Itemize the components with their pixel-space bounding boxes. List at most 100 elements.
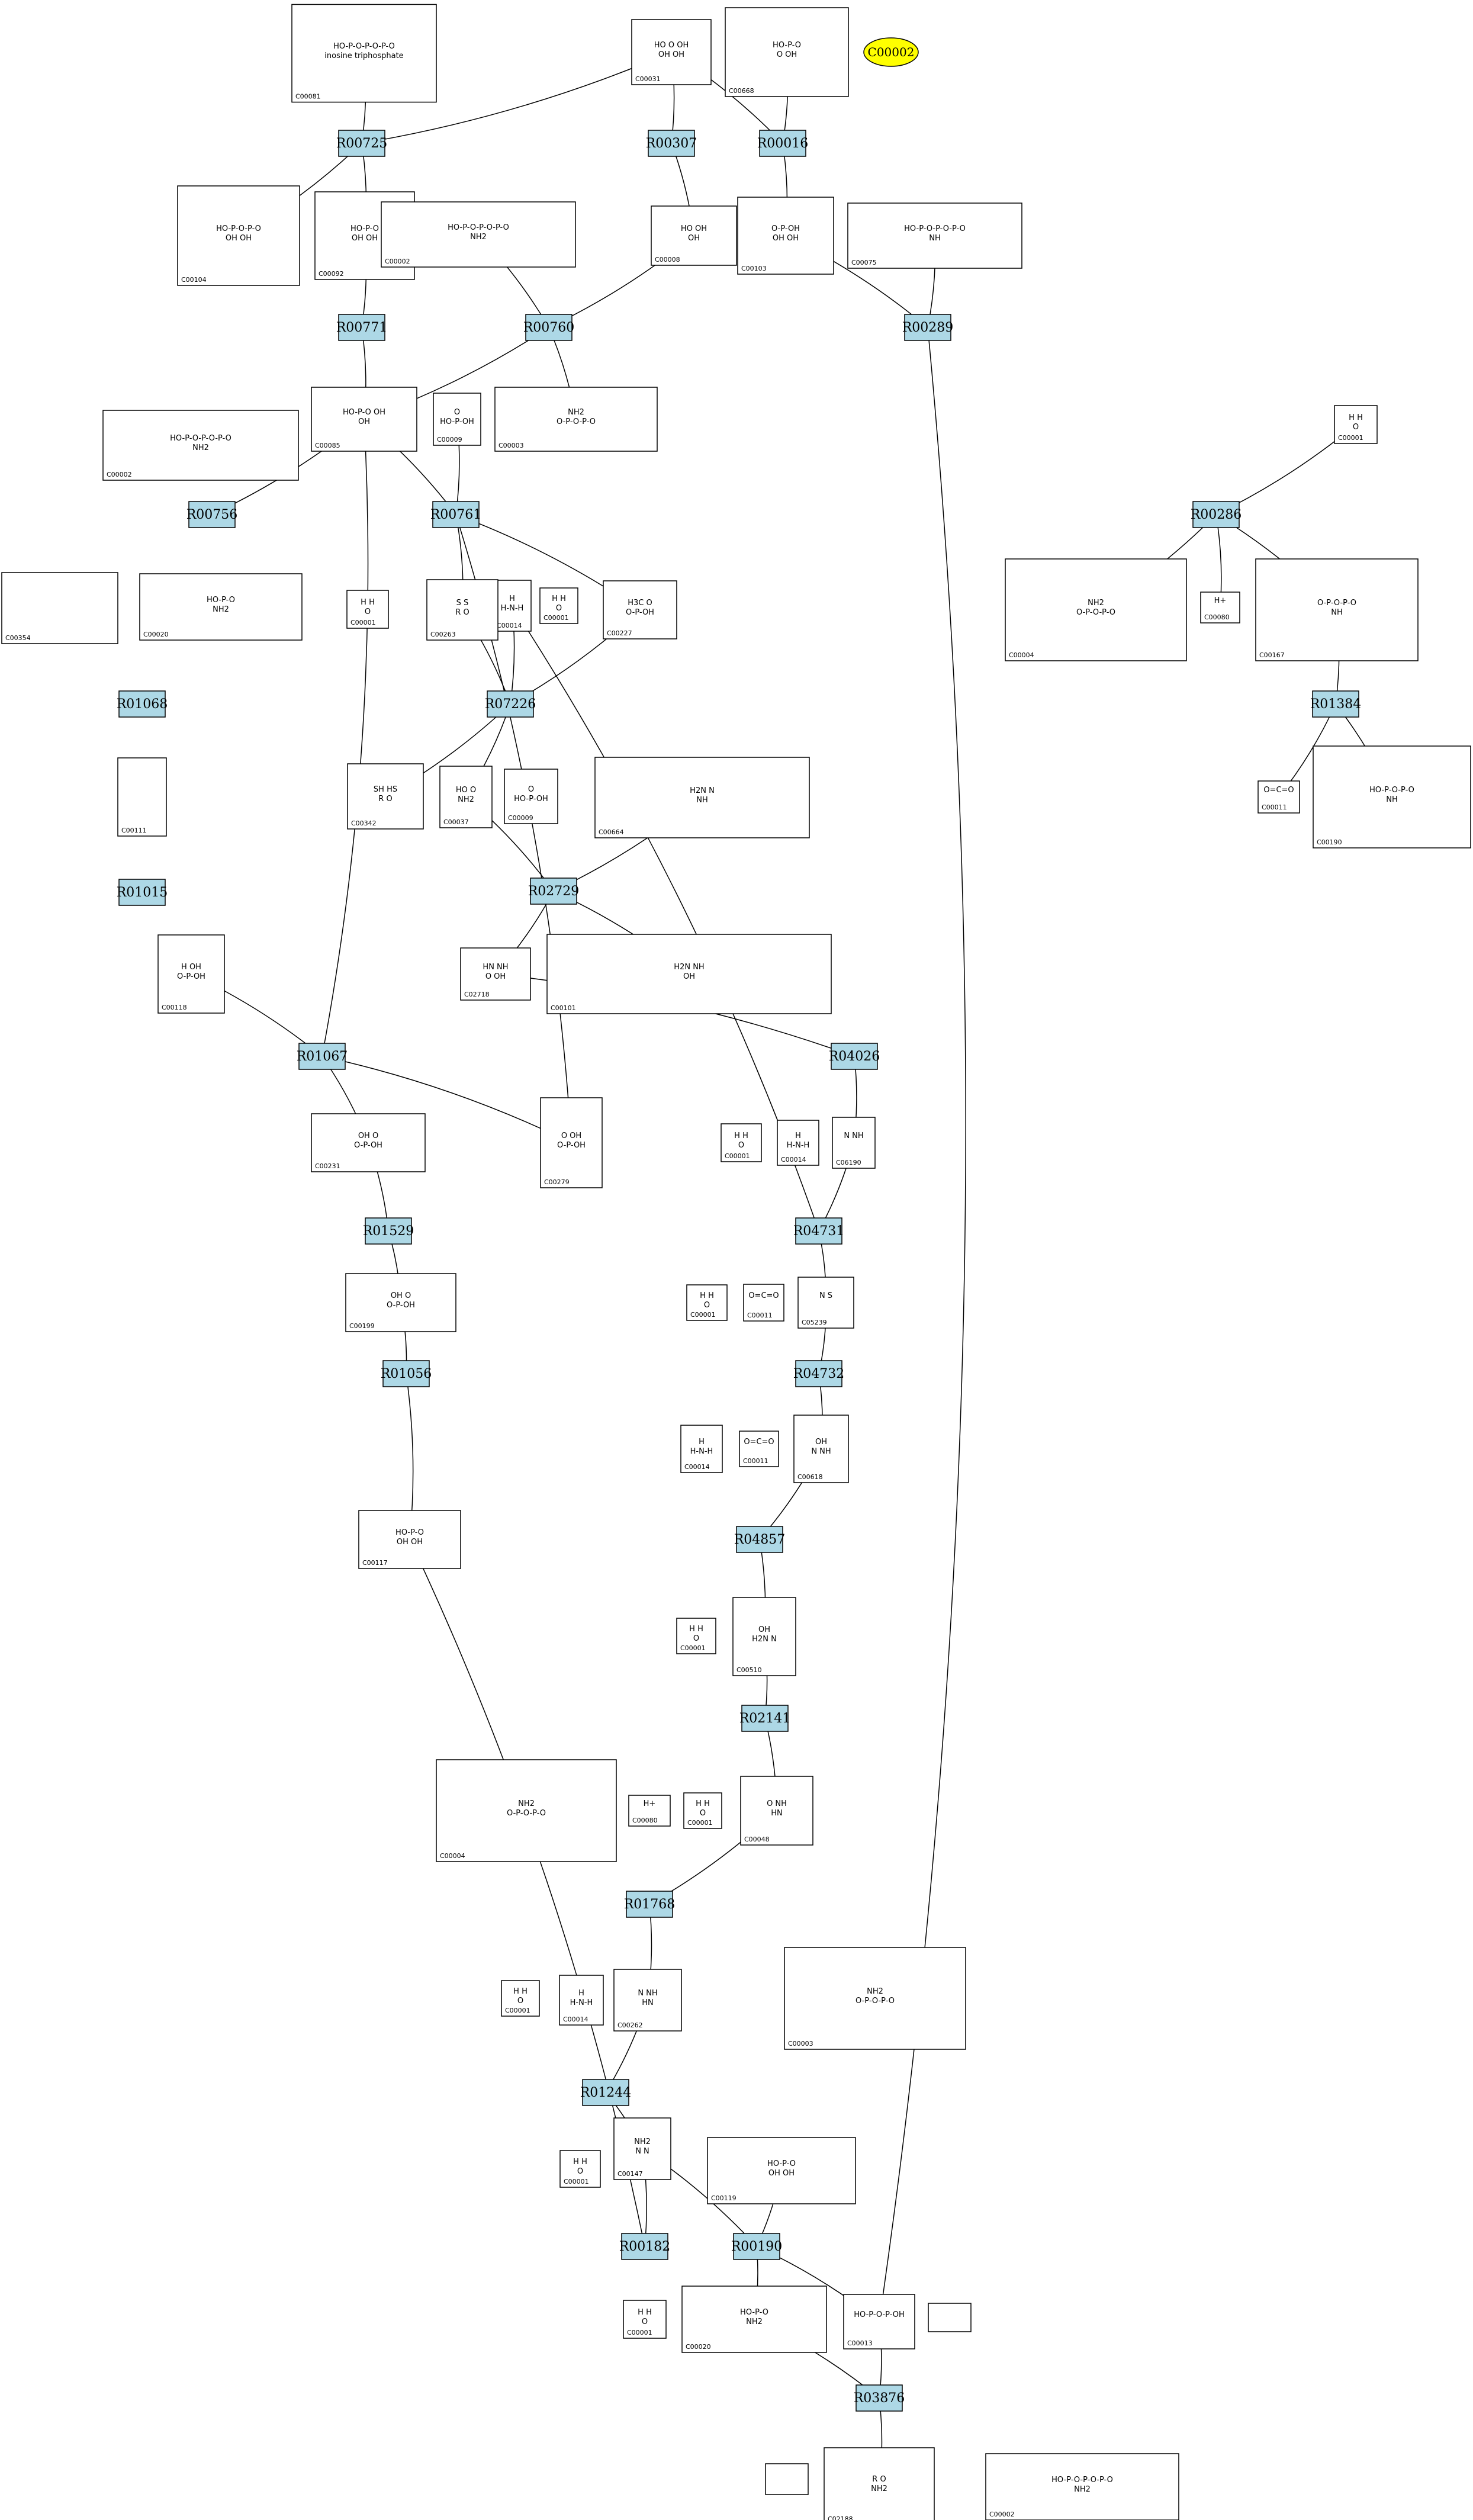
structure-fragment: H [509, 594, 515, 603]
reaction-r04857[interactable]: R04857 [734, 1526, 786, 1553]
reaction-r00307[interactable]: R00307 [646, 130, 697, 157]
reaction-r07226[interactable]: R07226 [485, 690, 536, 718]
reaction-id-label: R00016 [757, 136, 809, 151]
reaction-box [338, 130, 385, 157]
reaction-r04026[interactable]: R04026 [829, 1043, 880, 1070]
reaction-r04731[interactable]: R04731 [793, 1217, 845, 1245]
reaction-r03876[interactable]: R03876 [854, 2384, 905, 2412]
compound-c00080[interactable]: H+C00080 [628, 1795, 671, 1827]
reaction-r04732[interactable]: R04732 [793, 1360, 845, 1387]
reaction-r02729[interactable]: R02729 [528, 877, 580, 905]
compound-c00354[interactable]: C00354 [1, 572, 118, 644]
reaction-r00182[interactable]: R00182 [619, 2233, 671, 2260]
reaction-r00761[interactable]: R00761 [430, 501, 482, 528]
reaction-r01384[interactable]: R01384 [1310, 690, 1362, 718]
reaction-r00756[interactable]: R00756 [186, 501, 238, 528]
empty-compound-box[interactable] [765, 2463, 809, 2495]
reaction-r00286[interactable]: R00286 [1191, 501, 1242, 528]
reaction-r00289[interactable]: R00289 [902, 314, 954, 341]
compound-box [504, 769, 558, 824]
reaction-r00725[interactable]: R00725 [336, 130, 388, 157]
reaction-r00190[interactable]: R00190 [731, 2233, 783, 2260]
reaction-r02141[interactable]: R02141 [739, 1705, 791, 1732]
compound-c00080[interactable]: H+C00080 [1200, 592, 1240, 623]
empty-compound-box[interactable] [928, 2303, 972, 2332]
compound-id-label: C00001 [725, 1152, 750, 1160]
reaction-r01244[interactable]: R01244 [580, 2079, 632, 2106]
compound-c00111[interactable]: C00111 [117, 757, 167, 837]
reaction-r00016[interactable]: R00016 [757, 130, 809, 157]
reaction-r01068[interactable]: R01068 [117, 690, 168, 718]
reaction-r01768[interactable]: R01768 [624, 1891, 676, 1918]
reaction-r01015[interactable]: R01015 [117, 879, 168, 906]
compound-id-label: C00013 [847, 2339, 873, 2347]
reaction-r01056[interactable]: R01056 [381, 1360, 432, 1387]
reaction-r01529[interactable]: R01529 [363, 1217, 414, 1245]
highlight-oval[interactable] [863, 37, 919, 67]
reaction-r00760[interactable]: R00760 [523, 314, 575, 341]
reaction-r00771[interactable]: R00771 [336, 314, 388, 341]
reaction-r01067[interactable]: R01067 [297, 1043, 348, 1070]
